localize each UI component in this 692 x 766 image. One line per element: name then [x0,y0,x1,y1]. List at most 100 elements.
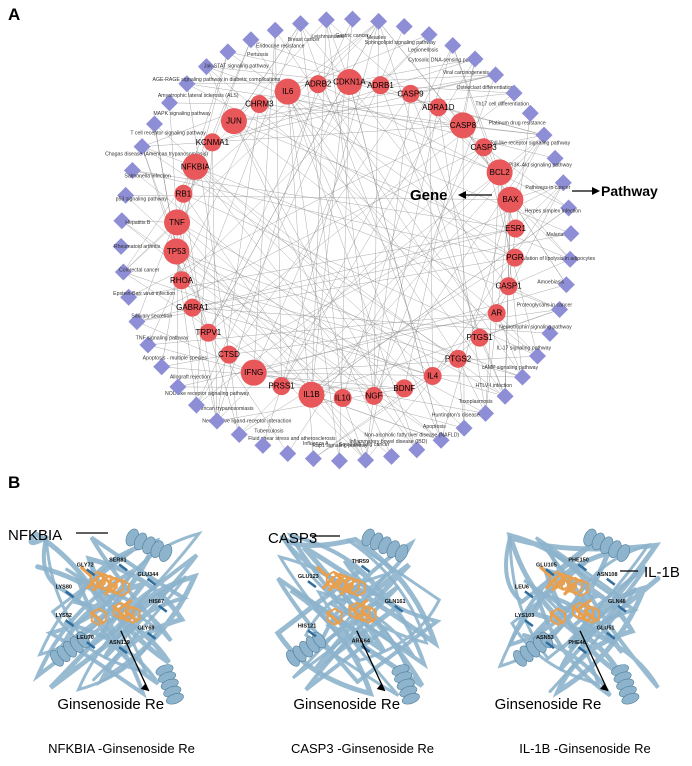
network-edge [349,58,476,83]
residue-label: ASN108 [597,572,618,578]
gene-label: KCNMA1 [196,138,230,147]
network-edge [233,74,496,122]
gene-node: KCNMA1 [196,133,230,152]
protein-ribbon [28,530,199,690]
protein-helix [583,528,630,562]
network-edge [510,199,571,260]
pathway-diamond [535,126,553,144]
pathway-label: Colorectal cancer [119,268,160,274]
pathway-label: Pathways in cancer [525,185,570,191]
gene-label: IL1B [303,390,319,399]
gene-circle [506,219,525,238]
residue-stick [64,590,75,599]
pathway-diamond [304,450,322,468]
pathway-node: TNF signaling pathway [136,335,189,354]
residue-stick [524,619,534,628]
gene-circle [429,98,448,117]
pathway-label: Allograft rejection [170,374,210,380]
pathway-label: Salmonella infection [124,174,171,180]
residue-stick [307,629,317,638]
structure-caption: CASP3 -Ginsenoside Re [291,741,434,756]
pathway-diamond [383,447,400,465]
pathway-node: Fluid shear stress and atherosclerosis [248,436,336,462]
gene-label: GABRA1 [176,303,209,312]
pathway-node: Influenza A [303,441,329,468]
network-edge [121,220,343,399]
pathway-node: Th17 cell differentiation [475,84,529,108]
pathway-label: Rap1 signaling pathway [312,443,367,449]
network-edge [233,92,515,122]
pathway-diamond [330,452,348,470]
network-edge [287,21,379,92]
network-edge [147,103,260,345]
gene-circle [298,381,325,408]
network-edge [227,51,516,258]
pathway-diamond [546,149,564,167]
residue-label: HIS121 [298,623,316,629]
residue-label: LYS103 [515,613,534,619]
pathway-node: Epstein-Barr virus infection [113,288,175,306]
network-edge [132,170,515,258]
network-edge [508,259,571,287]
gene-label: IL4 [427,371,439,380]
pathway-node: Colorectal cancer [114,263,160,281]
gene-callout-label: Gene [410,187,448,204]
ligand-sticks [80,566,141,626]
residue-stick [86,641,96,650]
network-edge [141,146,177,252]
gene-circle [336,69,363,96]
gene-node: CDKN1A [333,69,366,96]
network-edge [365,93,411,461]
pathway-node: p53 signaling pathway [116,186,168,204]
docking-structures: HIS67GLY69ASN139LEU70LYS52LYS80GLY72SER8… [8,527,680,756]
residue-stick [545,568,555,577]
pathway-label: IL-17 signaling pathway [497,346,552,352]
pathway-node: Osteoclast differentiation [456,66,514,91]
gene-circle [449,112,476,139]
pathway-callout-label: Pathway [601,183,658,199]
pathway-label: Breast cancer [288,37,320,43]
pathway-node: cAMP signaling pathway [482,365,539,386]
pathway-label: Fluid shear stress and atherosclerosis [248,436,336,442]
gene-node: BCL2 [486,159,513,186]
gene-node: RHOA [170,271,194,290]
gene-circle [486,159,513,186]
gene-node: CASP1 [495,277,522,296]
pathway-node: T cell receptor signaling pathway [130,115,206,136]
pathway-label: cAMP signaling pathway [482,365,539,371]
ligand-arrow [579,630,609,692]
network-edge [181,280,366,461]
network-edge [161,354,230,367]
network-edge [457,358,486,414]
network-edge [177,386,405,389]
pathway-diamond [113,212,131,230]
pathway-diamond [146,115,163,133]
network-edge [281,21,379,387]
pathway-label: Measles [367,35,387,41]
network-edge [515,182,564,229]
gene-circle [364,386,383,405]
pathway-label: AGE-RAGE signaling pathway in diabetic c… [152,77,280,83]
gene-node: AR [487,304,506,323]
pathway-label: p53 signaling pathway [116,197,168,203]
pathway-label: Non-alcoholic fatty liver disease (NAFLD… [364,433,459,439]
ligand-sticks [539,566,600,626]
pathway-diamond [128,313,146,331]
pathway-node: Salivary secretion [128,313,172,331]
pathway-label: Hepatitis B [125,220,151,226]
network-edge [123,166,196,273]
residue-stick [118,646,128,655]
pathway-label: Toxoplasmosis [459,399,493,405]
gene-circle [274,78,301,105]
pathway-node: Herpes simplex infection [525,199,581,217]
residue-stick [606,577,616,586]
pathway-diamond [357,451,375,469]
pathway-label: NOD-like receptor signaling pathway [165,391,250,397]
pathway-diamond [541,324,559,342]
residue-label: GLU344 [138,572,160,578]
gene-circle [272,377,291,396]
network-edge [136,321,254,373]
gene-label: AR [491,309,502,318]
pathway-label: Th17 cell differentiation [475,102,529,108]
